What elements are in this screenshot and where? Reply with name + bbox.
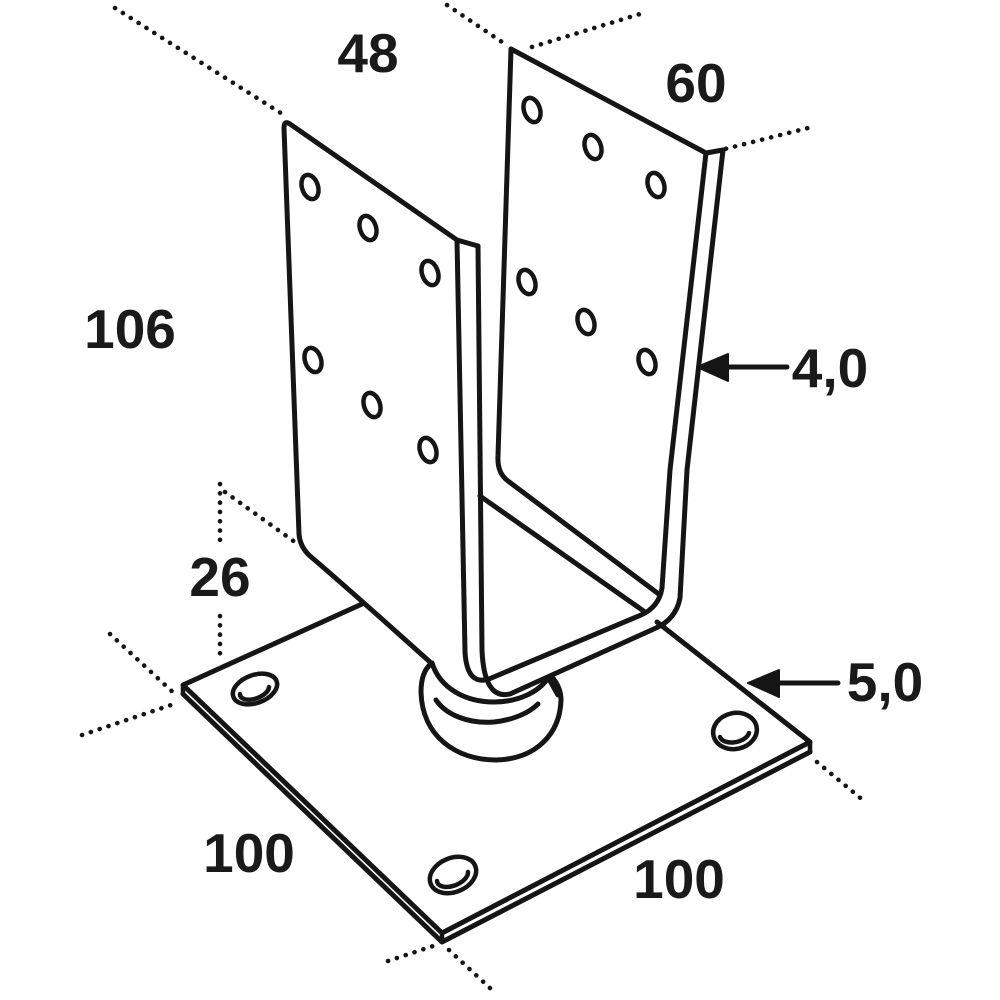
arrow-plate-thickness	[696, 353, 790, 382]
leader-baseright-down	[814, 759, 867, 804]
pedestal	[418, 660, 564, 763]
leader-top-left	[112, 5, 290, 120]
dim-base-thickness: 5,0	[847, 651, 923, 713]
dim-base-width-left: 100	[203, 822, 295, 884]
leader-plate-left	[529, 11, 643, 50]
right-plate-left-edge	[495, 46, 663, 598]
arrowhead-5mm-icon	[747, 669, 780, 698]
right-plate-holes	[516, 95, 667, 377]
dim-plate-thickness: 4,0	[792, 337, 868, 399]
dim-plate-height: 106	[84, 298, 176, 360]
dimension-labels: 48 60 106 26 4,0 5,0 100 100	[84, 22, 923, 910]
left-plate-thickness-top	[454, 237, 481, 249]
bend-inner-fold	[477, 493, 648, 615]
pedestal-rim-arc	[429, 660, 551, 705]
leader-front-left	[385, 942, 439, 964]
pedestal-right-edge	[546, 676, 561, 698]
dim-pedestal-height: 26	[189, 546, 250, 608]
base-hole-front	[427, 854, 479, 896]
u-bracket	[281, 46, 726, 698]
leader-front-right	[446, 947, 494, 992]
bracket-outer-upper	[454, 150, 709, 683]
base-hole-left	[230, 671, 280, 707]
dim-plate-width: 60	[665, 52, 726, 114]
leader-baseleft-down	[79, 701, 177, 738]
pedestal-foot-arc	[433, 697, 541, 725]
pedestal-outer	[418, 660, 564, 763]
left-plate-holes	[299, 172, 441, 465]
bracket-outer-lower	[475, 147, 726, 698]
leader-plate-bottom	[222, 489, 302, 548]
left-plate-face	[281, 120, 460, 665]
base-plate	[180, 601, 813, 945]
leader-plate-right	[714, 124, 815, 154]
leader-baseleft-up	[107, 631, 180, 699]
dotted-leader-lines	[79, 2, 867, 992]
dim-gap-top: 48	[337, 22, 398, 84]
dim-base-width-right: 100	[633, 848, 725, 910]
arrow-base-thickness	[747, 669, 841, 698]
base-hole-right	[710, 710, 760, 752]
leader-gap-right	[444, 2, 511, 49]
